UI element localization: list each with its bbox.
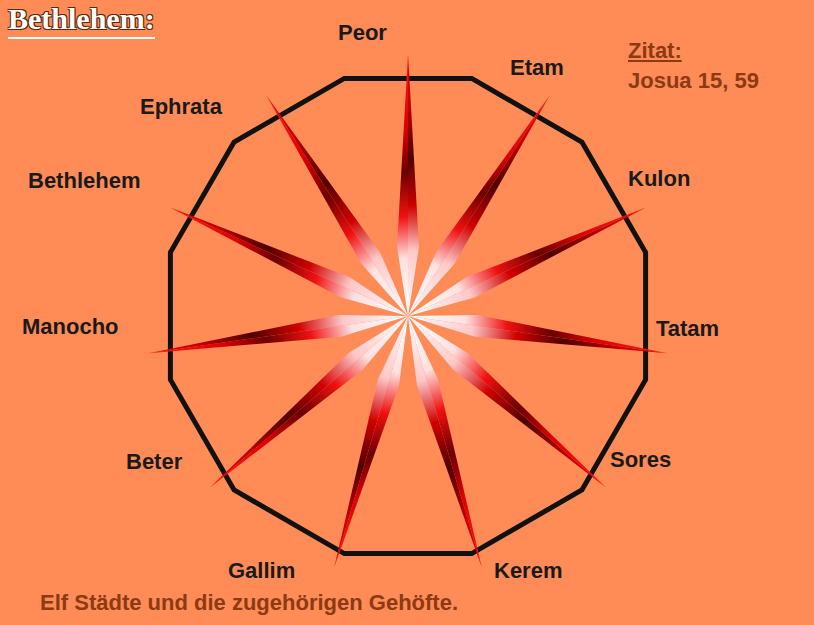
city-label: Ephrata xyxy=(140,94,222,120)
star-spike xyxy=(408,207,646,316)
city-label: Peor xyxy=(338,20,387,46)
caption: Elf Städte und die zugehörigen Gehöfte. xyxy=(40,590,458,616)
star-spike xyxy=(408,316,482,567)
city-label: Etam xyxy=(510,55,564,81)
city-label: Manocho xyxy=(22,314,119,340)
city-label: Sores xyxy=(610,447,671,473)
citation-text: Josua 15, 59 xyxy=(628,68,759,94)
star-spike xyxy=(408,207,646,316)
star-spike xyxy=(149,315,408,353)
city-label: Kerem xyxy=(494,558,562,584)
star-spike xyxy=(266,96,408,316)
city-label: Beter xyxy=(126,449,182,475)
star-spike xyxy=(149,316,408,353)
diagram-title: Bethlehem: xyxy=(8,2,155,39)
star-spike xyxy=(266,96,408,316)
city-label: Bethlehem xyxy=(28,168,140,194)
star-spike xyxy=(408,316,482,567)
citation-heading: Zitat: xyxy=(628,38,682,64)
city-label: Tatam xyxy=(656,316,719,342)
star-spikes xyxy=(149,54,668,567)
city-label: Kulon xyxy=(628,166,690,192)
city-label: Gallim xyxy=(228,558,295,584)
star-spike xyxy=(397,54,408,316)
star-spike xyxy=(408,54,419,316)
